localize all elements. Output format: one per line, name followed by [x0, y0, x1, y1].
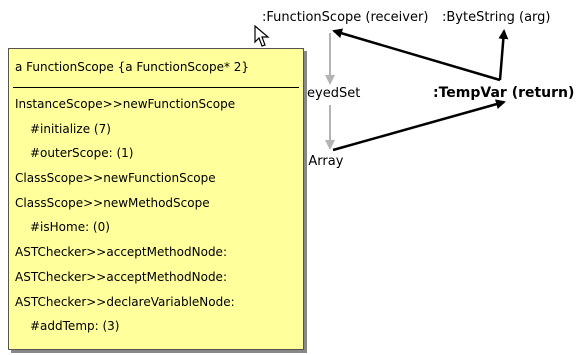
- tooltip-call-item: #initialize (7): [30, 121, 111, 136]
- scope-info-tooltip: a FunctionScope {a FunctionScope* 2} Ins…: [8, 48, 304, 350]
- tooltip-header: a FunctionScope {a FunctionScope* 2}: [15, 60, 250, 74]
- tooltip-call-item: #isHome: (0): [30, 220, 110, 235]
- node-byte-string[interactable]: :ByteString (arg): [442, 10, 551, 25]
- arrow-temp-var-to-function-scope: [332, 28, 501, 82]
- arrow-array-to-temp-var: [332, 99, 506, 152]
- tooltip-call-item: ClassScope>>newMethodScope: [15, 195, 210, 210]
- tooltip-call-list: InstanceScope>>newFunctionScope #initiali…: [9, 92, 303, 339]
- arrow-temp-var-to-byte-string: [498, 29, 509, 81]
- tooltip-call-item: ClassScope>>newFunctionScope: [15, 171, 216, 186]
- node-array[interactable]: :Array: [304, 154, 344, 169]
- tooltip-call-item: ASTChecker>>acceptMethodNode:: [15, 245, 227, 260]
- node-keyed-set[interactable]: eyedSet: [307, 86, 361, 101]
- tooltip-call-item: #addTemp: (3): [30, 319, 120, 334]
- node-temp-var[interactable]: :TempVar (return): [433, 85, 575, 101]
- tooltip-call-item: ASTChecker>>declareVariableNode:: [15, 294, 235, 309]
- node-function-scope[interactable]: :FunctionScope (receiver): [262, 10, 429, 25]
- tooltip-divider: [13, 87, 299, 88]
- tooltip-call-item: ASTChecker>>acceptMethodNode:: [15, 269, 227, 284]
- tooltip-call-item: #outerScope: (1): [30, 146, 134, 161]
- tooltip-call-item: InstanceScope>>newFunctionScope: [15, 97, 236, 111]
- mouse-pointer-icon: [254, 25, 270, 47]
